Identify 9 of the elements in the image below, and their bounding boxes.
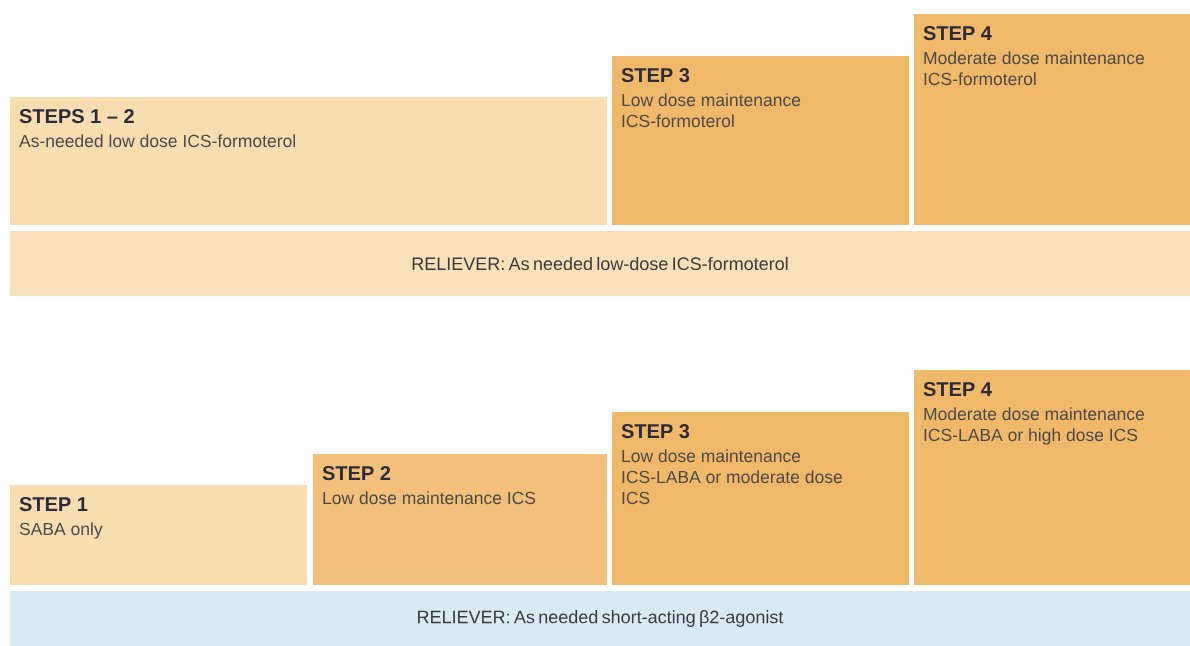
reliever-bar: RELIEVER: As needed short-acting β2-agonist (10, 591, 1190, 646)
reliever-bar: RELIEVER: As needed low-dose ICS-formoterol (10, 231, 1190, 296)
step-box: STEP 3 Low dose maintenance ICS-formoterol (612, 56, 909, 225)
step-box: STEP 2 Low dose maintenance ICS (313, 454, 607, 585)
step-box: STEP 4 Moderate dose maintenance ICS-formoterol (914, 14, 1190, 225)
step-box: STEP 4 Moderate dose maintenance ICS-LABA or high dose ICS (914, 370, 1190, 585)
step-box: STEP 1 SABA only (10, 485, 307, 585)
step-box: STEP 3 Low dose maintenance ICS-LABA or moderate dose ICS (612, 412, 909, 585)
step-box: STEPS 1 – 2 As-needed low dose ICS-formoterol (10, 97, 607, 225)
